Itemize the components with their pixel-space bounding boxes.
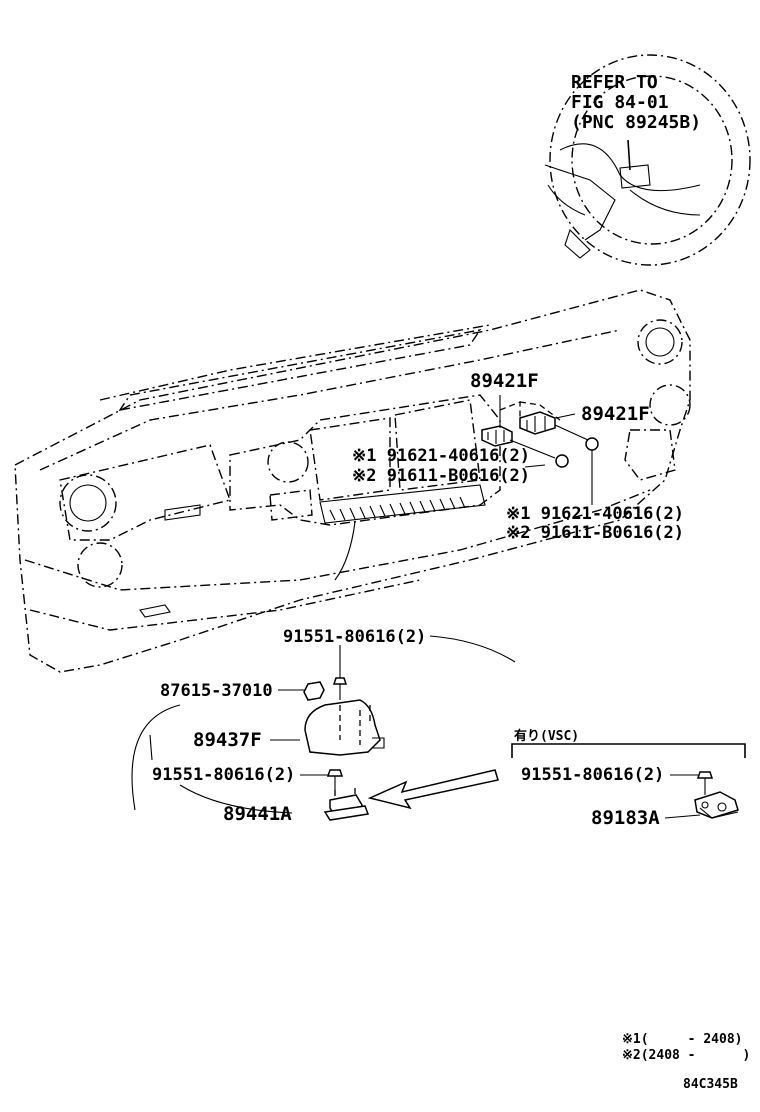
label-91551-vsc: 91551-80616(2) <box>521 765 665 785</box>
screw-right <box>554 424 599 505</box>
note-1: ※1( - 2408) <box>622 1032 743 1047</box>
clip-89421F-right <box>519 411 576 435</box>
label-89421F-right: 89421F <box>581 403 650 425</box>
label-89441A: 89441A <box>223 803 292 825</box>
bolt-top <box>332 677 348 700</box>
sensor-89441A <box>323 788 370 821</box>
clip-89421F-left <box>481 395 513 447</box>
instrument-panel-illustration <box>14 289 691 673</box>
steering-wheel-illustration <box>544 54 751 266</box>
sensor-89183A <box>694 791 739 819</box>
label-vsc-header: 有り(VSC) <box>514 729 580 744</box>
label-m2-left: ※2 91611-B0616(2) <box>352 466 531 486</box>
label-89437F: 89437F <box>193 729 262 751</box>
arrow-icon <box>367 769 499 810</box>
label-m2-right: ※2 91611-B0616(2) <box>506 523 685 543</box>
label-89421F-left: 89421F <box>470 370 539 392</box>
label-87615: 87615-37010 <box>160 681 273 701</box>
vsc-bracket <box>511 743 746 758</box>
label-89183A: 89183A <box>591 807 660 829</box>
label-91551-mid: 91551-80616(2) <box>152 765 296 785</box>
note-2: ※2(2408 - ) <box>622 1048 751 1063</box>
bolt-vsc <box>696 771 714 795</box>
cover-89437F <box>304 699 385 756</box>
refer-line-2: FIG 84-01 <box>571 92 669 113</box>
label-m1-right: ※1 91621-40616(2) <box>506 504 685 524</box>
refer-line-1: REFER TO <box>571 72 658 93</box>
screw-left <box>509 439 569 468</box>
nut-87615 <box>303 681 325 701</box>
refer-line-3: (PNC 89245B) <box>571 112 702 133</box>
label-91551-top: 91551-80616(2) <box>283 627 427 647</box>
label-m1-left: ※1 91621-40616(2) <box>352 446 531 466</box>
figure-code: 84C345B <box>683 1077 738 1092</box>
